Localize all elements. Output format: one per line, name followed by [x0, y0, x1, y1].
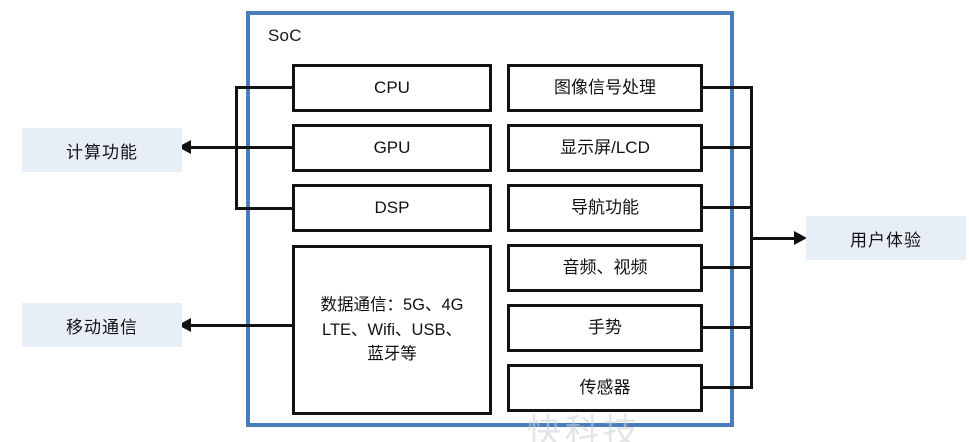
comm-line-2: LTE、Wifi、USB、: [322, 320, 462, 339]
compute-bus-stub-cpu: [235, 86, 293, 89]
compute-bus-stub-dsp: [235, 207, 293, 210]
soc-boundary: [246, 11, 734, 427]
block-audio-video[interactable]: 音频、视频: [507, 244, 703, 292]
block-sensor[interactable]: 传感器: [507, 364, 703, 412]
soc-label: SoC: [268, 26, 302, 45]
experience-output-arrowhead: [794, 231, 807, 245]
feature-bus-stub-navigation: [701, 206, 753, 209]
feature-bus-stub-gesture: [701, 326, 753, 329]
label-compute-function[interactable]: 计算功能: [22, 128, 182, 172]
block-dsp[interactable]: DSP: [292, 184, 492, 232]
block-gesture[interactable]: 手势: [507, 304, 703, 352]
comm-output-line: [190, 324, 294, 327]
experience-output-line: [750, 237, 796, 240]
feature-bus-stub-isp: [701, 86, 753, 89]
feature-bus-vertical: [750, 86, 753, 386]
compute-bus-stub-gpu: [235, 146, 293, 149]
label-mobile-communication[interactable]: 移动通信: [22, 303, 182, 347]
compute-output-line: [190, 146, 237, 149]
feature-bus-stub-audio-video: [701, 266, 753, 269]
comm-line-1: 数据通信：5G、4G: [320, 295, 464, 314]
block-data-communication[interactable]: 数据通信：5G、4G LTE、Wifi、USB、 蓝牙等: [292, 245, 492, 415]
block-display-lcd[interactable]: 显示屏/LCD: [507, 124, 703, 172]
block-navigation[interactable]: 导航功能: [507, 184, 703, 232]
block-cpu[interactable]: CPU: [292, 64, 492, 112]
label-user-experience[interactable]: 用户体验: [806, 216, 966, 260]
comm-line-3: 蓝牙等: [367, 345, 417, 364]
feature-bus-stub-display: [701, 146, 753, 149]
feature-bus-stub-sensor: [701, 386, 753, 389]
block-image-signal-processing[interactable]: 图像信号处理: [507, 64, 703, 112]
block-gpu[interactable]: GPU: [292, 124, 492, 172]
